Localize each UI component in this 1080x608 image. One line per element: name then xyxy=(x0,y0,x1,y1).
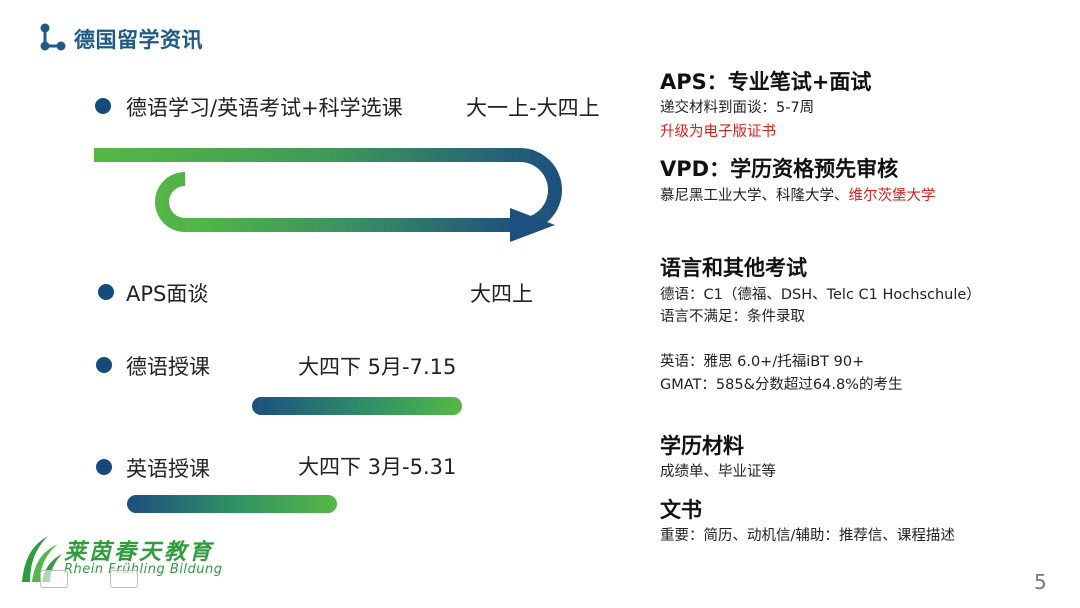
bullet-icon xyxy=(95,98,111,114)
language-line-2: 语言不满足：条件录取 xyxy=(660,309,805,325)
timeline-label-german-courses: 德语授课 xyxy=(126,355,210,379)
aps-title: APS：专业笔试+面试 xyxy=(660,70,872,94)
timeline-time-english-courses: 大四下 3月-5.31 xyxy=(298,455,457,479)
serpentine-arrow xyxy=(94,148,562,242)
timeline-label-english-courses: 英语授课 xyxy=(126,457,210,481)
language-line-4: GMAT：585&分数超过64.8%的考生 xyxy=(660,377,903,393)
language-title: 语言和其他考试 xyxy=(660,256,807,280)
network-nodes-icon xyxy=(40,23,66,51)
logo-english: Rhein Frühling Bildung xyxy=(64,562,223,577)
timeline-bar-german xyxy=(252,397,462,415)
documents-title: 文书 xyxy=(660,498,702,522)
logo-chinese: 莱茵春天教育 xyxy=(64,539,215,565)
documents-line-1: 重要：简历、动机信/辅助：推荐信、课程描述 xyxy=(660,528,955,544)
prev-slide-button[interactable] xyxy=(40,570,68,588)
aps-line-1: 递交材料到面谈：5-7周 xyxy=(660,100,815,116)
vpd-highlight-university: 维尔茨堡大学 xyxy=(848,188,936,204)
vpd-line-1: 慕尼黑工业大学、科隆大学、维尔茨堡大学 xyxy=(660,184,936,205)
page-title: 德国留学资讯 xyxy=(74,28,203,52)
timeline-label-study: 德语学习/英语考试+科学选课 xyxy=(126,96,403,120)
bullet-icon xyxy=(98,284,114,300)
bullet-icon xyxy=(96,459,112,475)
timeline-time-study: 大一上-大四上 xyxy=(466,96,600,120)
bullet-icon xyxy=(96,357,112,373)
education-title: 学历材料 xyxy=(660,434,744,458)
page-number: 5 xyxy=(1034,570,1047,594)
timeline-bar-english xyxy=(127,495,337,513)
language-line-3: 英语：雅思 6.0+/托福iBT 90+ xyxy=(660,354,865,370)
language-line-1: 德语：C1（德福、DSH、Telc C1 Hochschule） xyxy=(660,287,981,303)
vpd-universities: 慕尼黑工业大学、科隆大学、 xyxy=(660,188,849,204)
aps-line-2: 升级为电子版证书 xyxy=(660,124,776,140)
timeline-label-aps: APS面谈 xyxy=(126,282,209,306)
timeline-time-aps: 大四上 xyxy=(470,282,533,306)
timeline-time-german-courses: 大四下 5月-7.15 xyxy=(298,355,457,379)
education-line-1: 成绩单、毕业证等 xyxy=(660,464,776,480)
vpd-title: VPD：学历资格预先审核 xyxy=(660,157,899,181)
next-slide-button[interactable] xyxy=(110,570,138,588)
